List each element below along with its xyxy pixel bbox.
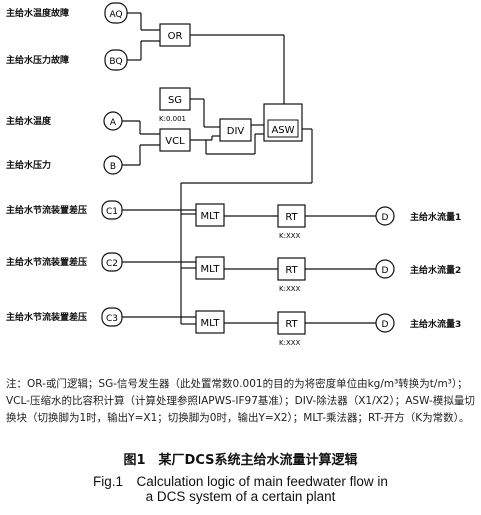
mlt-block-3: MLT (195, 310, 225, 334)
output-label-flow1: 主给水流量1 (410, 211, 461, 223)
input-node-c3: C3 (101, 307, 123, 327)
svg-text:DIV: DIV (227, 126, 245, 137)
figure-caption-en-line2: a DCS system of a certain plant (145, 489, 336, 504)
svg-text:BQ: BQ (109, 57, 122, 67)
svg-text:VCL: VCL (165, 136, 185, 147)
input-node-bq: BQ (104, 49, 128, 71)
input-label-dp1: 主给水节流装置差压 (6, 204, 87, 216)
feedwater-flow-logic-diagram: 主给水温度故障 主给水压力故障 主给水温度 主给水压力 主给水节流装置差压 主给… (6, 2, 461, 347)
input-label-temp-fault: 主给水温度故障 (6, 7, 69, 19)
figure-note: 注：OR-或门逻辑；SG-信号发生器（此处置常数0.001的目的为将密度单位由k… (6, 378, 475, 424)
output-node-d3: D (375, 313, 395, 333)
rt-block-3: RT K:XXX (277, 311, 306, 347)
input-node-aq: AQ (104, 2, 128, 24)
sg-constant-label: K:0.001 (159, 115, 186, 123)
svg-text:C2: C2 (106, 259, 118, 269)
input-label-pressure: 主给水压力 (6, 159, 51, 171)
or-block: OR (159, 23, 191, 47)
asw-block: ASW (263, 103, 303, 142)
svg-text:D: D (382, 266, 389, 276)
input-node-c2: C2 (101, 252, 123, 272)
div-block: DIV (219, 118, 252, 142)
mlt-block-2: MLT (195, 256, 225, 280)
svg-text:D: D (382, 320, 389, 330)
svg-text:MLT: MLT (201, 211, 221, 222)
svg-text:AQ: AQ (109, 10, 122, 20)
svg-text:A: A (110, 118, 117, 128)
output-node-d2: D (375, 259, 395, 279)
figure-caption-en-line1: Fig.1 Calculation logic of main feedwate… (93, 474, 388, 489)
input-label-dp3: 主给水节流装置差压 (6, 311, 87, 323)
input-node-b: B (103, 155, 123, 175)
output-node-d1: D (375, 206, 395, 226)
svg-text:C3: C3 (106, 314, 118, 324)
svg-text:MLT: MLT (201, 318, 221, 329)
svg-text:SG: SG (168, 95, 182, 106)
rt-constant-label-2: K:XXX (279, 285, 301, 293)
svg-text:B: B (110, 162, 116, 172)
mlt-block-1: MLT (195, 203, 225, 227)
rt-constant-label-1: K:XXX (279, 232, 301, 240)
svg-text:RT: RT (285, 212, 298, 223)
rt-block-1: RT K:XXX (277, 204, 306, 240)
input-label-temperature: 主给水温度 (6, 115, 52, 127)
input-label-pressure-fault: 主给水压力故障 (6, 54, 69, 66)
input-label-dp2: 主给水节流装置差压 (6, 256, 87, 268)
input-node-a: A (103, 111, 123, 131)
svg-text:D: D (382, 213, 389, 223)
svg-text:RT: RT (285, 265, 298, 276)
output-label-flow3: 主给水流量3 (410, 318, 461, 330)
svg-text:ASW: ASW (271, 125, 294, 136)
rt-constant-label-3: K:XXX (279, 339, 301, 347)
rt-block-2: RT K:XXX (277, 257, 306, 293)
svg-text:C1: C1 (106, 207, 118, 217)
svg-text:RT: RT (285, 319, 298, 330)
output-label-flow2: 主给水流量2 (410, 264, 461, 276)
vcl-block: VCL (159, 128, 191, 152)
svg-text:OR: OR (168, 31, 183, 42)
input-node-c1: C1 (101, 200, 123, 220)
sg-block: SG K:0.001 (159, 87, 191, 123)
figure-caption-cn: 图1 某厂DCS系统主给水流量计算逻辑 (123, 453, 358, 468)
svg-text:MLT: MLT (201, 264, 221, 275)
